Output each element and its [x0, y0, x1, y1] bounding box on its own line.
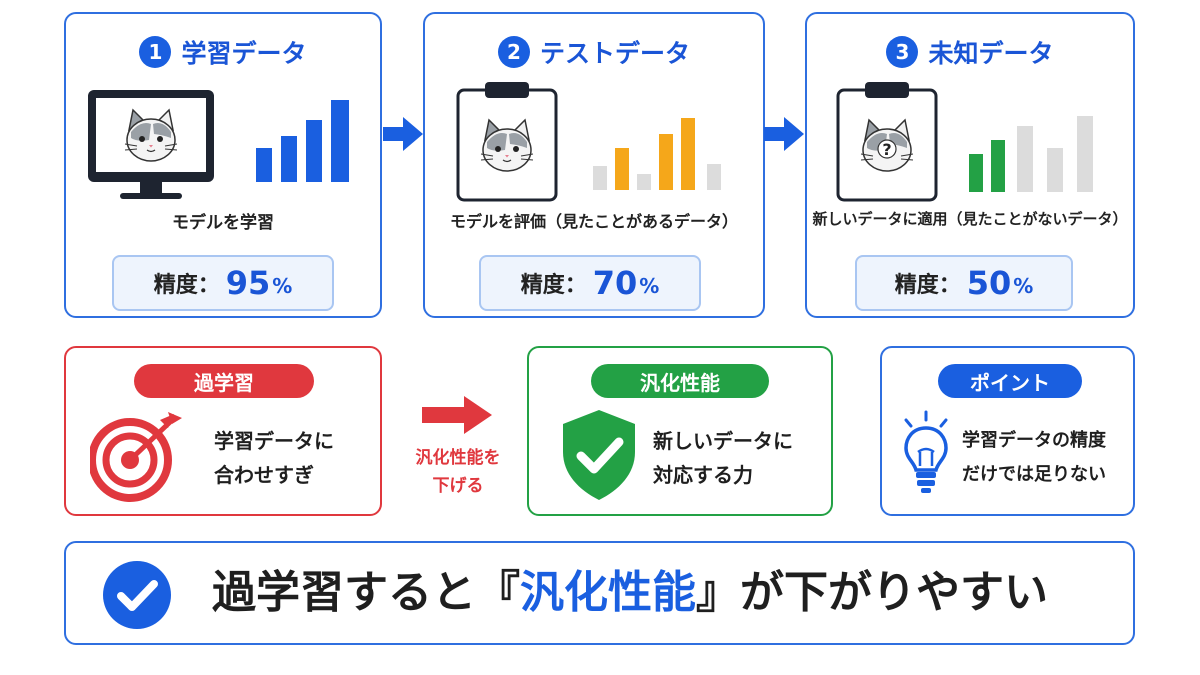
overfitting-line2: 合わせすぎ	[214, 463, 314, 487]
point-card: ポイント 学習データの精度 だけでは足りない	[880, 346, 1135, 516]
clipboard-icon	[456, 82, 558, 202]
overfitting-line1: 学習データに	[214, 429, 334, 453]
decrease-label: 汎化性能を 下げる	[396, 444, 520, 500]
accuracy-label: 精度：	[894, 273, 961, 298]
monitor-icon	[88, 90, 214, 199]
conclusion-text: 過学習すると『汎化性能』が下がりやすい	[212, 565, 1048, 621]
generalization-description: 新しいデータに 対応する力	[653, 424, 793, 492]
cat-icon: ?	[860, 118, 914, 172]
accuracy-value: 70	[592, 264, 638, 302]
bar-graph-icon	[256, 100, 349, 182]
accuracy-unit: %	[1013, 274, 1034, 298]
overfitting-description: 学習データに 合わせすぎ	[214, 424, 334, 492]
step-caption: モデルを評価（見たことがあるデータ）	[449, 212, 738, 231]
accuracy-value: 95	[225, 264, 271, 302]
step-number-badge: 3	[886, 36, 919, 68]
arrow-right-icon	[764, 117, 804, 151]
step-caption: 新しいデータに適用（見たことがないデータ）	[812, 210, 1128, 228]
accuracy-unit: %	[639, 274, 660, 298]
conclusion-part1: 過学習すると『	[212, 567, 520, 618]
arrow-right-icon	[422, 396, 492, 434]
accuracy-unit: %	[272, 274, 293, 298]
cat-icon	[480, 118, 534, 172]
step-number-badge: 1	[139, 36, 172, 68]
arrow-right-icon	[383, 117, 423, 151]
point-line1: 学習データの精度	[962, 430, 1106, 451]
generalization-line2: 対応する力	[653, 463, 753, 487]
overfitting-label: 過学習	[134, 364, 314, 398]
point-line2: だけでは足りない	[962, 464, 1106, 485]
conclusion-banner: 過学習すると『汎化性能』が下がりやすい	[64, 541, 1135, 645]
step-caption: モデルを学習	[172, 213, 274, 233]
accuracy-value: 50	[966, 264, 1012, 302]
decrease-line1: 汎化性能を	[415, 448, 501, 468]
step-card-unknown: 3 未知データ ? 新しいデータに適用（見たことがないデータ） 精度： 50 %	[805, 12, 1135, 318]
bar-graph-icon	[969, 116, 1093, 192]
conclusion-part2: 』が下がりやすい	[696, 567, 1048, 618]
decrease-line2: 下げる	[432, 476, 484, 496]
step-title: 2 テストデータ	[425, 34, 763, 70]
conclusion-highlight: 汎化性能	[520, 567, 696, 618]
accuracy-box: 精度： 70 %	[479, 255, 701, 311]
shield-check-icon	[563, 410, 635, 500]
overfitting-card: 過学習 学習データに 合わせすぎ	[64, 346, 382, 516]
step-title: 3 未知データ	[807, 34, 1133, 70]
target-icon	[90, 412, 182, 502]
point-description: 学習データの精度 だけでは足りない	[962, 424, 1106, 492]
generalization-line1: 新しいデータに	[653, 429, 793, 453]
step-card-test: 2 テストデータ モデルを評価（見たことがあるデータ） 精度： 70 %	[423, 12, 765, 318]
accuracy-box: 精度： 95 %	[112, 255, 334, 311]
bar-graph-icon	[593, 118, 721, 190]
step-title-text: 未知データ	[928, 39, 1054, 68]
step-title-text: テストデータ	[539, 39, 690, 68]
step-card-training: 1 学習データ モデルを学習 精度： 95 %	[64, 12, 382, 318]
step-title: 1 学習データ	[66, 34, 380, 70]
point-label: ポイント	[938, 364, 1082, 398]
accuracy-label: 精度：	[153, 273, 220, 298]
clipboard-icon: ?	[836, 82, 938, 202]
generalization-card: 汎化性能 新しいデータに 対応する力	[527, 346, 833, 516]
accuracy-box: 精度： 50 %	[855, 255, 1073, 311]
step-title-text: 学習データ	[181, 39, 307, 68]
question-mark-icon: ?	[882, 140, 891, 159]
generalization-label: 汎化性能	[591, 364, 769, 398]
lightbulb-icon	[904, 410, 948, 493]
cat-icon	[124, 108, 178, 162]
check-circle-icon	[103, 561, 171, 629]
step-number-badge: 2	[497, 36, 530, 68]
accuracy-label: 精度：	[520, 273, 587, 298]
